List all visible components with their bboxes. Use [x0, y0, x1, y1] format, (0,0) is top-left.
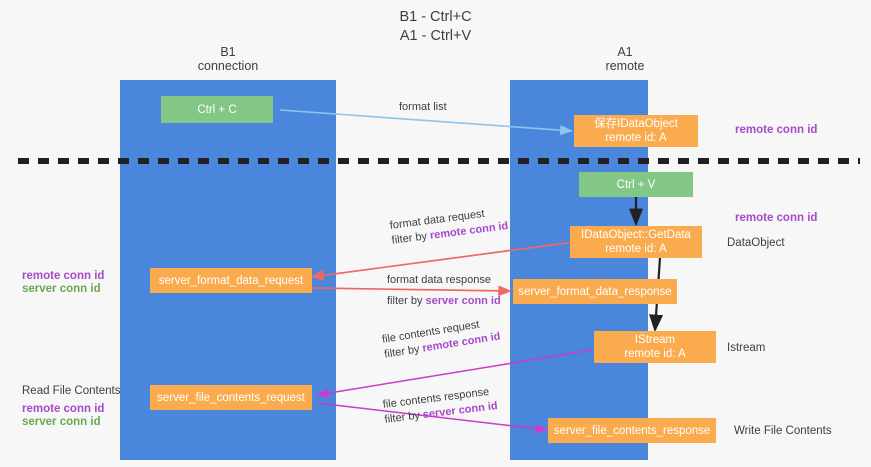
edge-label-format-data-request: format data request filter by remote con… — [389, 204, 509, 249]
box-server-file-contents-request[interactable]: server_file_contents_request — [150, 385, 312, 410]
filter-by-prefix: filter by — [387, 295, 426, 307]
box-server-format-data-request[interactable]: server_format_data_request — [150, 268, 312, 293]
box-idataobject-getdata[interactable]: IDataObject::GetData remote id: A — [570, 226, 702, 258]
annotation-remote-conn-id-mid: remote conn id — [735, 212, 818, 224]
annotation-istream: Istream — [727, 342, 766, 354]
edge-label-file-contents-request: file contents request filter by remote c… — [381, 315, 502, 363]
server-conn-id-key: server conn id — [425, 295, 501, 307]
annotation-left-remote-conn-id-2: remote conn id — [22, 403, 105, 415]
column-title-a1: A1 remote — [605, 45, 645, 73]
box-istream[interactable]: IStream remote id: A — [594, 331, 716, 363]
edge-label-format-data-response-line2: filter by server conn id — [387, 294, 501, 309]
annotation-write-file-contents: Write File Contents — [734, 425, 832, 437]
box-server-file-contents-response[interactable]: server_file_contents_response — [548, 418, 716, 443]
box-save-dataobject[interactable]: 保存IDataObject remote id: A — [574, 115, 698, 147]
filter-by-prefix: filter by — [383, 409, 424, 426]
column-title-b1: B1 connection — [197, 45, 259, 73]
edge-label-format-data-response-line1: format data response — [387, 274, 491, 286]
edge-label-format-list: format list — [399, 101, 447, 113]
box-ctrl-v[interactable]: Ctrl + V — [579, 172, 693, 197]
annotation-read-file-contents: Read File Contents — [22, 385, 121, 397]
box-ctrl-c[interactable]: Ctrl + C — [161, 96, 273, 123]
edge-label-file-contents-response: file contents response filter by server … — [382, 384, 499, 428]
annotation-dataobject: DataObject — [727, 237, 785, 249]
edge-label-format-data-response: format data response filter by server co… — [387, 273, 501, 309]
filter-by-prefix: filter by — [391, 229, 431, 247]
annotation-remote-conn-id-top: remote conn id — [735, 124, 818, 136]
page-title: B1 - Ctrl+C A1 - Ctrl+V — [399, 9, 472, 44]
annotation-left-remote-conn-id: remote conn id — [22, 270, 105, 282]
annotation-left-server-conn-id-2: server conn id — [22, 416, 101, 428]
annotation-left-server-conn-id: server conn id — [22, 283, 101, 295]
box-server-format-data-response[interactable]: server_format_data_response — [513, 279, 677, 304]
